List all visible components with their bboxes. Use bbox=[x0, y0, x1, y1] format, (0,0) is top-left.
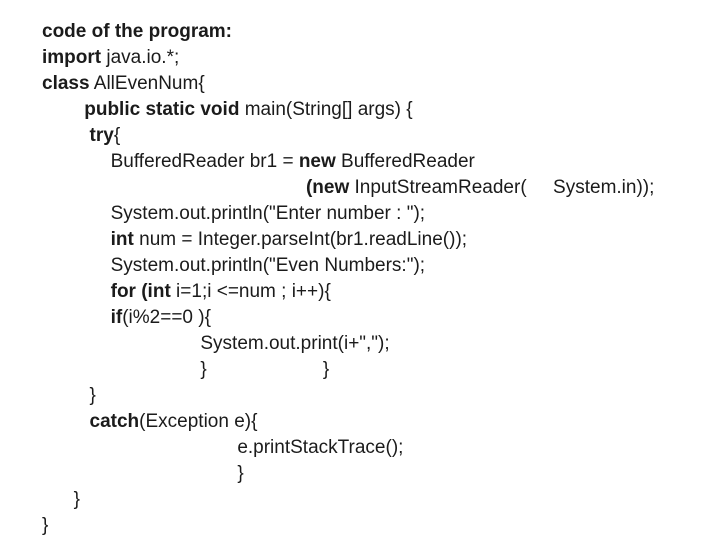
code-line: public static void main(String[] args) { bbox=[42, 97, 720, 123]
code-text bbox=[42, 411, 90, 432]
code-keyword: catch bbox=[89, 411, 140, 432]
code-keyword: try bbox=[89, 125, 114, 146]
code-line: BufferedReader br1 = new BufferedReader bbox=[42, 149, 720, 175]
code-text: main(String[] args) { bbox=[239, 99, 413, 120]
code-keyword: if bbox=[110, 307, 123, 328]
code-text: } } bbox=[42, 359, 330, 380]
code-text: } bbox=[42, 385, 96, 406]
code-text bbox=[42, 99, 84, 120]
code-text: AllEvenNum{ bbox=[89, 73, 205, 94]
code-line: } } bbox=[42, 357, 720, 383]
code-line: System.out.print(i+","); bbox=[42, 331, 720, 357]
code-text: System.out.println("Enter number : "); bbox=[42, 203, 426, 224]
code-line: System.out.println("Enter number : "); bbox=[42, 201, 720, 227]
code-text: } bbox=[42, 515, 49, 536]
code-line: } bbox=[42, 513, 720, 539]
code-text: num = Integer.parseInt(br1.readLine()); bbox=[133, 229, 468, 250]
code-text bbox=[42, 307, 111, 328]
code-text: } bbox=[42, 489, 81, 510]
code-keyword: import bbox=[42, 47, 102, 68]
code-keyword: (new bbox=[305, 177, 350, 198]
code-line: System.out.println("Even Numbers:"); bbox=[42, 253, 720, 279]
code-line: } bbox=[42, 383, 720, 409]
code-text: e.printStackTrace(); bbox=[42, 437, 404, 458]
code-text: (Exception e){ bbox=[139, 411, 258, 432]
code-text bbox=[42, 177, 306, 198]
code-text: System.out.print(i+","); bbox=[42, 333, 390, 354]
code-text: (i%2==0 ){ bbox=[122, 307, 211, 328]
code-line: code of the program: bbox=[42, 19, 720, 45]
code-line: e.printStackTrace(); bbox=[42, 435, 720, 461]
code-keyword: public static void bbox=[84, 99, 240, 120]
code-keyword: int bbox=[110, 229, 134, 250]
code-keyword: for (int bbox=[110, 281, 171, 302]
code-line: } bbox=[42, 461, 720, 487]
code-text: java.io.*; bbox=[101, 47, 180, 68]
code-text: { bbox=[113, 125, 121, 146]
code-text: } bbox=[42, 463, 244, 484]
code-text: System.out.println("Even Numbers:"); bbox=[42, 255, 426, 276]
code-line: int num = Integer.parseInt(br1.readLine(… bbox=[42, 227, 720, 253]
code-line: } bbox=[42, 487, 720, 513]
code-text bbox=[42, 125, 90, 146]
code-line: class AllEvenNum{ bbox=[42, 71, 720, 97]
code-keyword: class bbox=[42, 73, 90, 94]
code-line: if(i%2==0 ){ bbox=[42, 305, 720, 331]
code-text bbox=[42, 281, 111, 302]
code-line: import java.io.*; bbox=[42, 45, 720, 71]
code-text: BufferedReader bbox=[335, 151, 475, 172]
code-keyword: new bbox=[298, 151, 336, 172]
code-line: for (int i=1;i <=num ; i++){ bbox=[42, 279, 720, 305]
code-text: BufferedReader br1 = bbox=[42, 151, 299, 172]
code-line: try{ bbox=[42, 123, 720, 149]
code-keyword: code of the program: bbox=[42, 21, 233, 42]
code-text bbox=[42, 229, 111, 250]
code-line: catch(Exception e){ bbox=[42, 409, 720, 435]
code-text: i=1;i <=num ; i++){ bbox=[170, 281, 331, 302]
code-line: (new InputStreamReader( System.in)); bbox=[42, 175, 720, 201]
code-text: InputStreamReader( System.in)); bbox=[349, 177, 655, 198]
